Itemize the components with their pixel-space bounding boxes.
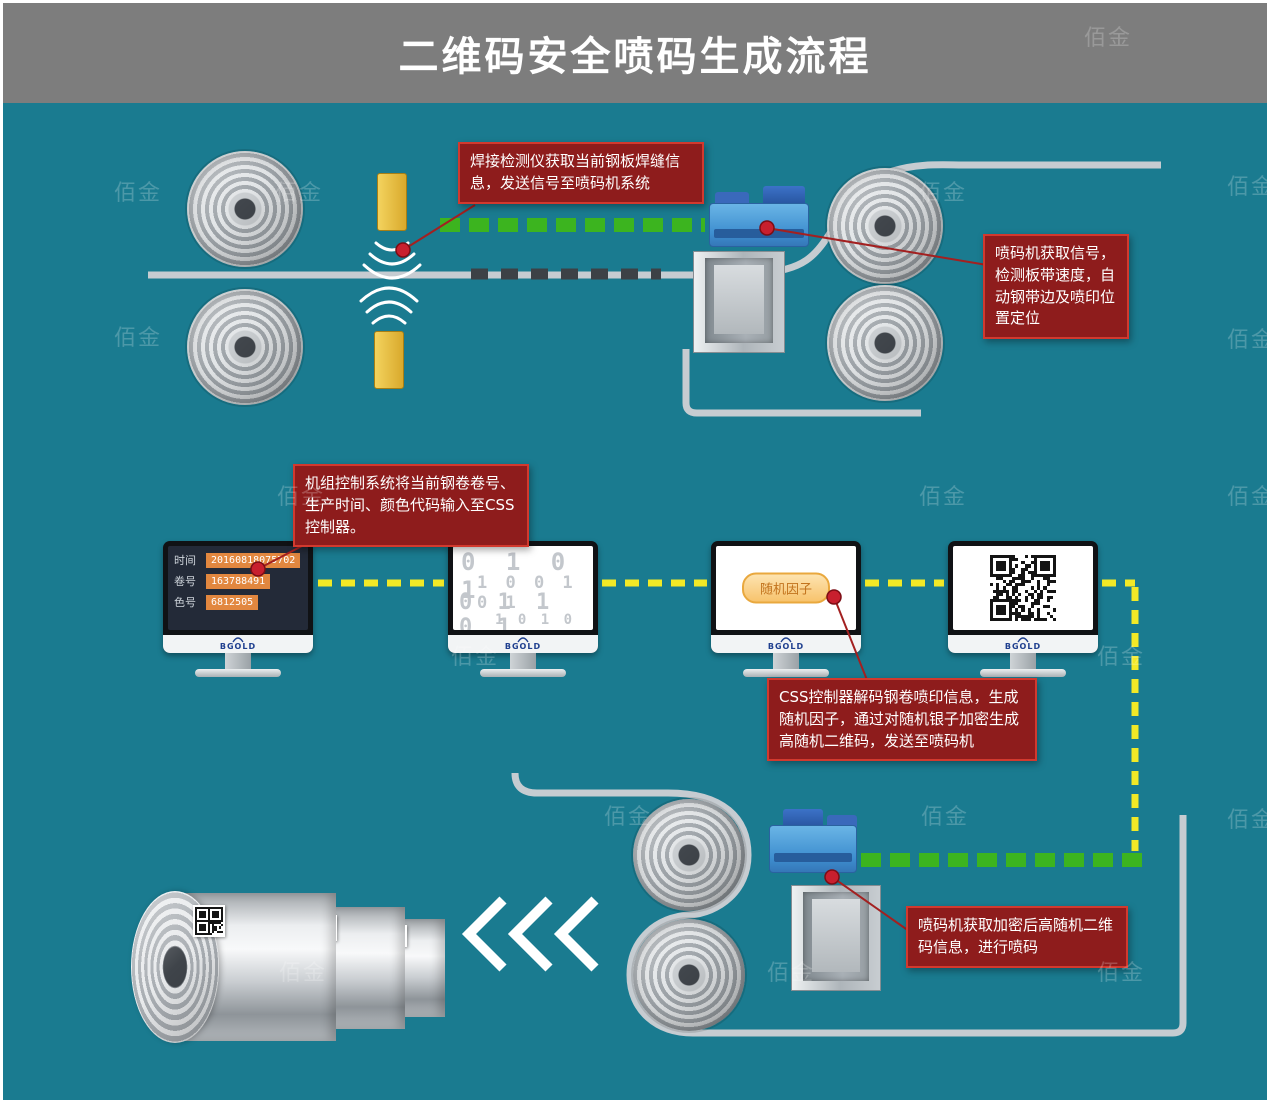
monitor-frame: 时间 20160818075702 卷号 163788491 色号 681250… xyxy=(163,541,313,653)
printer-bottom-stripe xyxy=(774,853,852,862)
watermark: 佰金 xyxy=(1226,175,1267,200)
monitor-random-factor: 随机因子 BGOLD xyxy=(711,541,861,677)
row-value: 20160818075702 xyxy=(206,552,301,568)
watermark: 佰金 xyxy=(1226,328,1267,353)
qr-code xyxy=(987,552,1059,624)
watermark: 佰金 xyxy=(113,181,163,206)
monitor-screen-qrcode xyxy=(953,546,1093,630)
page-title: 二维码安全喷码生成流程 xyxy=(398,34,872,80)
monitor-chin: BGOLD xyxy=(448,635,598,653)
bgold-logo-icon xyxy=(780,637,792,643)
weld-detector-upper xyxy=(377,173,407,231)
monitor-neck xyxy=(510,653,536,669)
bgold-brand: BGOLD xyxy=(219,642,257,651)
binary-line: 1 0 1 0 xyxy=(495,612,576,628)
watermark: 佰金 xyxy=(113,326,163,351)
row-label: 色号 xyxy=(174,596,196,609)
printer-top-head xyxy=(709,203,809,247)
monitor-screen-random: 随机因子 xyxy=(716,546,856,630)
coil-qr-code xyxy=(193,905,225,937)
sonar-arc xyxy=(359,286,419,303)
printer-bottom-head xyxy=(769,825,857,873)
monitor-frame: 随机因子 BGOLD xyxy=(711,541,861,653)
callout-weld-detector: 焊接检测仪获取当前钢板焊缝信息，发送信号至喷码机系统 xyxy=(458,142,704,204)
printer-bottom-panel-inner xyxy=(812,899,860,972)
callout-printer-bottom: 喷码机获取加密后高随机二维码信息，进行喷码 xyxy=(906,906,1128,968)
printer-top-stripe xyxy=(714,229,804,238)
watermark: 佰金 xyxy=(1226,485,1267,510)
data-row-coil-no: 卷号 163788491 xyxy=(174,573,302,589)
watermark: 佰金 xyxy=(1226,808,1267,833)
monitor-unit-control: 时间 20160818075702 卷号 163788491 色号 681250… xyxy=(163,541,313,677)
binary-line: 0 1 1 0 1 xyxy=(459,590,556,630)
bgold-brand: BGOLD xyxy=(1004,642,1042,651)
sonar-arc xyxy=(362,263,422,280)
row-label: 时间 xyxy=(174,554,196,567)
data-row-color-no: 色号 6812505 xyxy=(174,594,302,610)
monitor-binary: 0 1 0 1 1 0 0 1 0 1 0 1 1 0 1 1 0 1 0 BG… xyxy=(448,541,598,677)
binary-line: 1 0 0 1 0 1 xyxy=(477,573,577,613)
roller-top-right-lower xyxy=(827,285,943,401)
monitor-screen-binary: 0 1 0 1 1 0 0 1 0 1 0 1 1 0 1 1 0 1 0 xyxy=(453,546,593,630)
watermark: 佰金 xyxy=(920,805,970,830)
row-label: 卷号 xyxy=(174,575,196,588)
bgold-brand: BGOLD xyxy=(767,642,805,651)
row-value: 6812505 xyxy=(206,594,259,610)
monitor-neck xyxy=(1010,653,1036,669)
random-factor-badge: 随机因子 xyxy=(741,572,831,604)
marker-dot-weld xyxy=(395,242,411,258)
direction-chevrons xyxy=(461,896,599,972)
printer-top-panel-inner xyxy=(714,265,764,334)
printer-bottom-panel xyxy=(803,892,869,981)
monitor-qrcode: BGOLD xyxy=(948,541,1098,677)
monitor-frame: 0 1 0 1 1 0 0 1 0 1 0 1 1 0 1 1 0 1 0 BG… xyxy=(448,541,598,653)
data-row-time: 时间 20160818075702 xyxy=(174,552,302,568)
roller-top-left-upper xyxy=(187,151,303,267)
binary-line: 0 1 0 1 xyxy=(461,548,574,604)
monitor-base xyxy=(195,669,281,677)
monitor-base xyxy=(980,669,1066,677)
bgold-logo-icon xyxy=(232,637,244,643)
printer-top-base xyxy=(693,251,785,353)
sonar-arc xyxy=(368,252,416,266)
callout-connector-weld xyxy=(402,204,476,251)
watermark: 佰金 xyxy=(918,485,968,510)
monitor-frame: BGOLD xyxy=(948,541,1098,653)
bgold-brand: BGOLD xyxy=(504,642,542,651)
monitor-chin: BGOLD xyxy=(711,635,861,653)
sonar-arc xyxy=(374,241,410,252)
monitor-neck xyxy=(225,653,251,669)
bgold-logo-icon xyxy=(517,637,529,643)
callout-css-controller: CSS控制器解码钢卷喷印信息，生成随机因子，通过对随机银子加密生成高随机二维码，… xyxy=(767,678,1037,762)
callout-unit-control: 机组控制系统将当前钢卷卷号、生产时间、颜色代码输入至CSS控制器。 xyxy=(293,464,529,548)
sonar-arc xyxy=(371,314,407,325)
bgold-logo-icon xyxy=(1017,637,1029,643)
watermark: 佰金 xyxy=(1096,645,1146,670)
roller-bottom-upper xyxy=(633,799,745,911)
row-value: 163788491 xyxy=(206,573,271,589)
title-bar: 二维码安全喷码生成流程 xyxy=(3,3,1267,103)
monitor-neck xyxy=(773,653,799,669)
monitor-chin: BGOLD xyxy=(163,635,313,653)
callout-printer-top: 喷码机获取信号，检测板带速度，自动钢带边及喷印位置定位 xyxy=(983,234,1129,339)
monitor-base xyxy=(480,669,566,677)
monitor-base xyxy=(743,669,829,677)
roller-top-right-upper xyxy=(827,168,943,284)
weld-detector-lower xyxy=(374,331,404,389)
roller-top-left-lower xyxy=(187,289,303,405)
steel-coil-1 xyxy=(131,891,336,1043)
printer-top-panel xyxy=(705,258,773,343)
monitor-chin: BGOLD xyxy=(948,635,1098,653)
sonar-arc xyxy=(365,300,413,314)
roller-bottom-lower xyxy=(633,919,745,1031)
printer-bottom-base xyxy=(791,885,881,991)
monitor-screen-coil-data: 时间 20160818075702 卷号 163788491 色号 681250… xyxy=(168,546,308,630)
